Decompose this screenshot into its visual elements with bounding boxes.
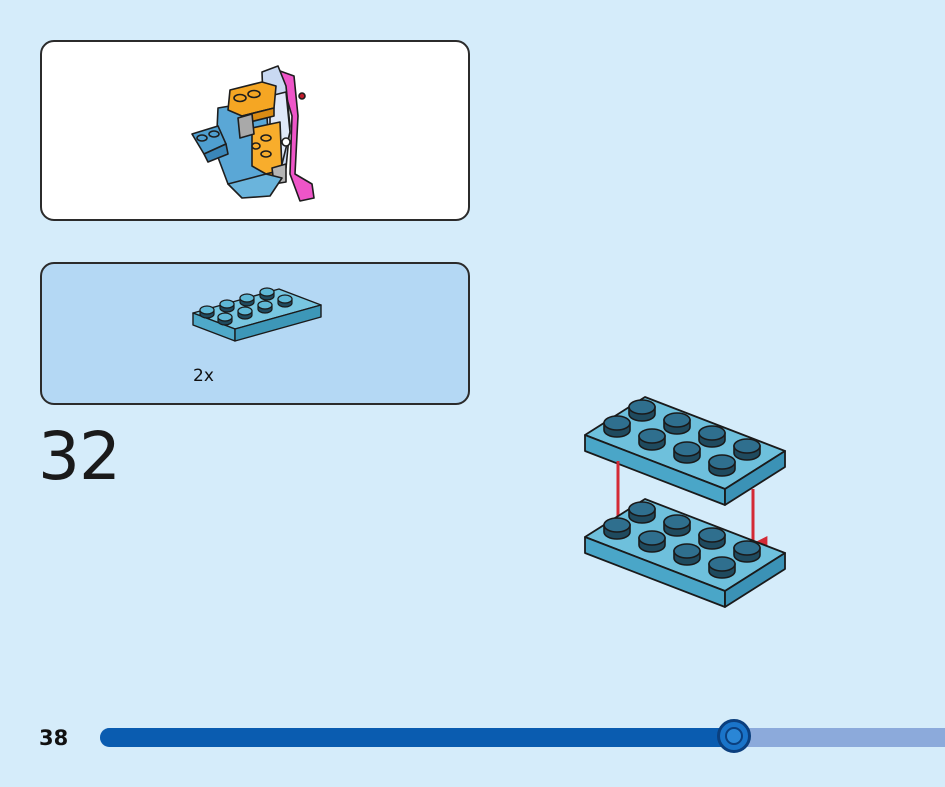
step-number: 32 [38, 418, 121, 495]
stud-top [239, 293, 255, 303]
stud-top [259, 287, 275, 297]
stud-top [257, 300, 273, 310]
page-number: 38 [39, 726, 69, 750]
progress-bar [100, 719, 945, 753]
stud-top [708, 556, 736, 572]
down-arrow-icon [614, 461, 768, 554]
progress-knob-ring-icon [725, 727, 743, 745]
model-preview-panel [40, 40, 470, 221]
partial-model-icon [191, 65, 315, 202]
stud-top [673, 543, 701, 559]
stud-top [698, 527, 726, 543]
stud-top [628, 399, 656, 415]
stud-top [237, 306, 253, 316]
stud-top [673, 441, 701, 457]
plate-stack-assembly-icon [584, 396, 786, 608]
stud-top [708, 454, 736, 470]
stud-top [217, 312, 233, 322]
plate-2x4-icon [192, 287, 322, 342]
stud-top [277, 294, 293, 304]
stud-top [628, 501, 656, 517]
stud-top [733, 438, 761, 454]
progress-bar-fill [100, 728, 742, 747]
stud-top [638, 530, 666, 546]
stud-top [663, 514, 691, 530]
progress-knob[interactable] [717, 719, 751, 753]
stud-top [219, 299, 235, 309]
stud-top [638, 428, 666, 444]
stud-top [199, 305, 215, 315]
part-quantity: 2x [193, 366, 214, 386]
parts-list-panel: 2x [40, 262, 470, 405]
stud-top [663, 412, 691, 428]
stud-top [603, 415, 631, 431]
stud-top [733, 540, 761, 556]
stud-top [698, 425, 726, 441]
stud-top [603, 517, 631, 533]
